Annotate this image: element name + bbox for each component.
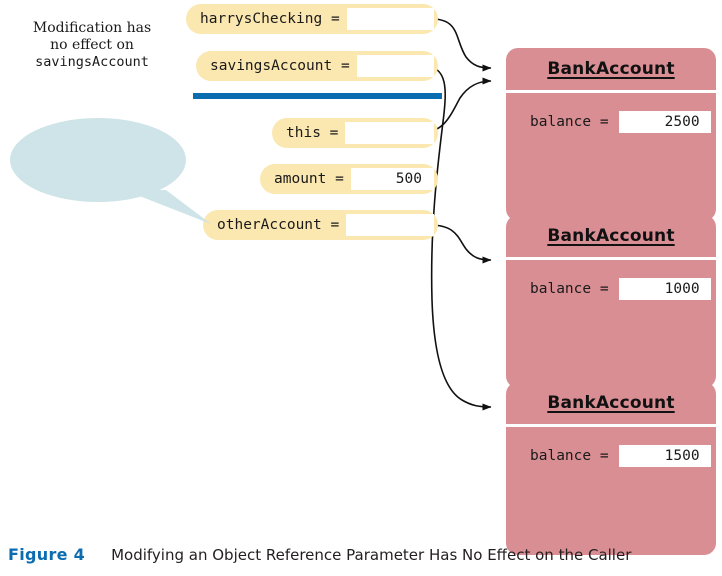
field-label: balance = <box>530 114 609 130</box>
variable-value-field[interactable] <box>346 214 434 236</box>
caption-figure-number: Figure 4 <box>8 545 86 564</box>
object-field-row: balance = 2500 <box>530 111 711 133</box>
variable-value-field[interactable] <box>356 55 434 77</box>
variable-otheraccount[interactable]: otherAccount = <box>203 210 438 240</box>
variable-harryschecking[interactable]: harrysChecking = <box>186 4 438 34</box>
object-title: BankAccount <box>547 59 675 79</box>
field-label: balance = <box>530 281 609 297</box>
variable-value-field[interactable]: 500 <box>350 168 434 190</box>
object-bankaccount-1[interactable]: BankAccount balance = 2500 <box>506 48 716 221</box>
variable-label: amount = <box>274 171 344 187</box>
field-value[interactable]: 2500 <box>618 111 711 133</box>
variable-amount[interactable]: amount = 500 <box>260 164 438 194</box>
object-header: BankAccount <box>506 382 716 424</box>
field-value[interactable]: 1500 <box>618 445 711 467</box>
callout-line-1: Modification has <box>32 20 152 36</box>
object-header: BankAccount <box>506 215 716 257</box>
variable-this[interactable]: this = <box>272 118 438 148</box>
object-title: BankAccount <box>547 226 675 246</box>
scope-divider-bar <box>193 93 442 99</box>
variable-savingsaccount[interactable]: savingsAccount = <box>196 51 438 81</box>
object-field-row: balance = 1000 <box>530 278 711 300</box>
object-bankaccount-3[interactable]: BankAccount balance = 1500 <box>506 382 716 555</box>
callout-ellipse <box>10 118 186 202</box>
object-body: balance = 2500 <box>506 93 716 221</box>
object-header: BankAccount <box>506 48 716 90</box>
callout-bubble <box>10 118 211 224</box>
callout-line-3: savingsAccount <box>35 54 149 70</box>
variable-label: otherAccount = <box>217 217 340 233</box>
object-body: balance = 1000 <box>506 260 716 388</box>
caption-title: Modifying an Object Reference Parameter … <box>111 546 632 564</box>
figure-caption: Figure 4 Modifying an Object Reference P… <box>8 545 631 564</box>
object-title: BankAccount <box>547 393 675 413</box>
variable-value-field[interactable] <box>346 8 434 30</box>
callout-tail <box>124 190 211 224</box>
object-bankaccount-2[interactable]: BankAccount balance = 1000 <box>506 215 716 388</box>
callout-text: Modification has no effect on savingsAcc… <box>16 20 168 71</box>
field-value[interactable]: 1000 <box>618 278 711 300</box>
callout-line-2: no effect on <box>50 37 134 53</box>
variable-value-field[interactable] <box>345 122 434 144</box>
object-field-row: balance = 1500 <box>530 445 711 467</box>
variable-label: this = <box>286 125 339 141</box>
object-body: balance = 1500 <box>506 427 716 555</box>
variable-label: harrysChecking = <box>200 11 340 27</box>
variable-label: savingsAccount = <box>210 58 350 74</box>
field-label: balance = <box>530 448 609 464</box>
